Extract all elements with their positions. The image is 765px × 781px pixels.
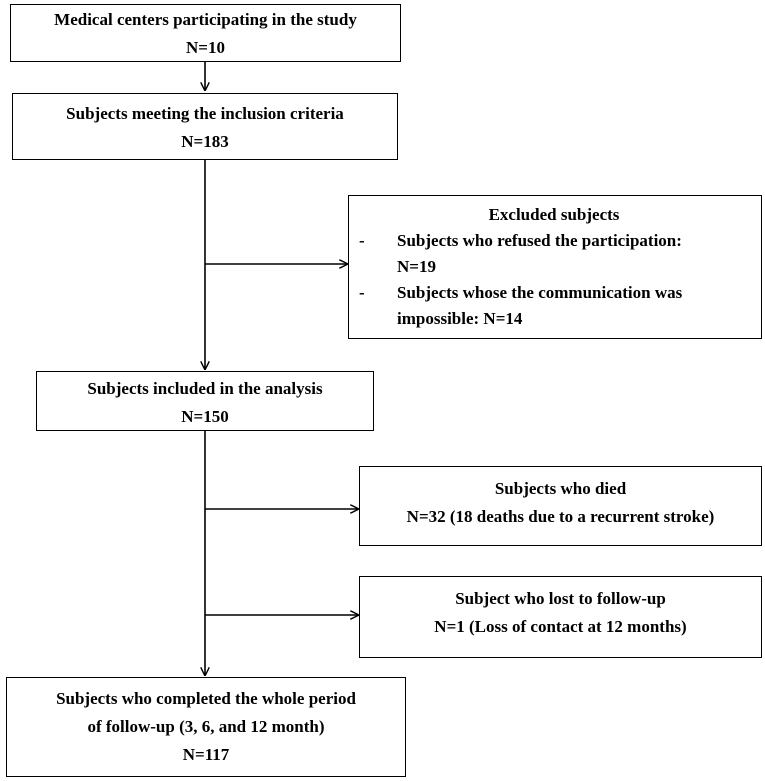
box-died-count: N=32 (18 deaths due to a recurrent strok…: [406, 507, 715, 526]
box-excluded-subjects: Excluded subjects - Subjects who refused…: [348, 195, 762, 339]
excluded-item-refused-text: Subjects who refused the participation:: [397, 231, 682, 250]
box-died-title: Subjects who died: [494, 479, 627, 498]
box-completed-follow-up: Subjects who completed the whole period …: [6, 677, 406, 777]
box-medical-centers-title: Medical centers participating in the stu…: [54, 10, 357, 29]
excluded-item-bullet: -: [359, 231, 365, 250]
excluded-item-communication: - Subjects whose the communication was i…: [357, 280, 751, 332]
box-inclusion-title: Subjects meeting the inclusion criteria: [66, 104, 344, 123]
excluded-item-communication-count: impossible: N=14: [397, 309, 523, 328]
excluded-item-refused: - Subjects who refused the participation…: [357, 228, 751, 280]
box-inclusion-criteria: Subjects meeting the inclusion criteria …: [12, 93, 398, 160]
box-completed-count: N=117: [182, 745, 230, 764]
box-completed-line1: Subjects who completed the whole period: [56, 689, 356, 708]
box-completed-line2: of follow-up (3, 6, and 12 month): [87, 717, 325, 736]
box-analysis-title: Subjects included in the analysis: [87, 379, 323, 398]
box-subjects-died: Subjects who died N=32 (18 deaths due to…: [359, 466, 762, 546]
box-medical-centers: Medical centers participating in the stu…: [10, 4, 401, 62]
box-lost-follow-up: Subject who lost to follow-up N=1 (Loss …: [359, 576, 762, 658]
box-excluded-title: Excluded subjects: [488, 205, 620, 224]
excluded-item-refused-count: N=19: [397, 257, 436, 276]
box-inclusion-count: N=183: [181, 132, 229, 151]
excluded-item-bullet: -: [359, 283, 365, 302]
excluded-item-communication-text: Subjects whose the communication was: [397, 283, 683, 302]
box-analysis-count: N=150: [181, 407, 229, 426]
box-lost-title: Subject who lost to follow-up: [455, 589, 666, 608]
box-lost-count: N=1 (Loss of contact at 12 months): [434, 617, 687, 636]
box-medical-centers-count: N=10: [186, 38, 225, 57]
box-included-analysis: Subjects included in the analysis N=150: [36, 371, 374, 431]
